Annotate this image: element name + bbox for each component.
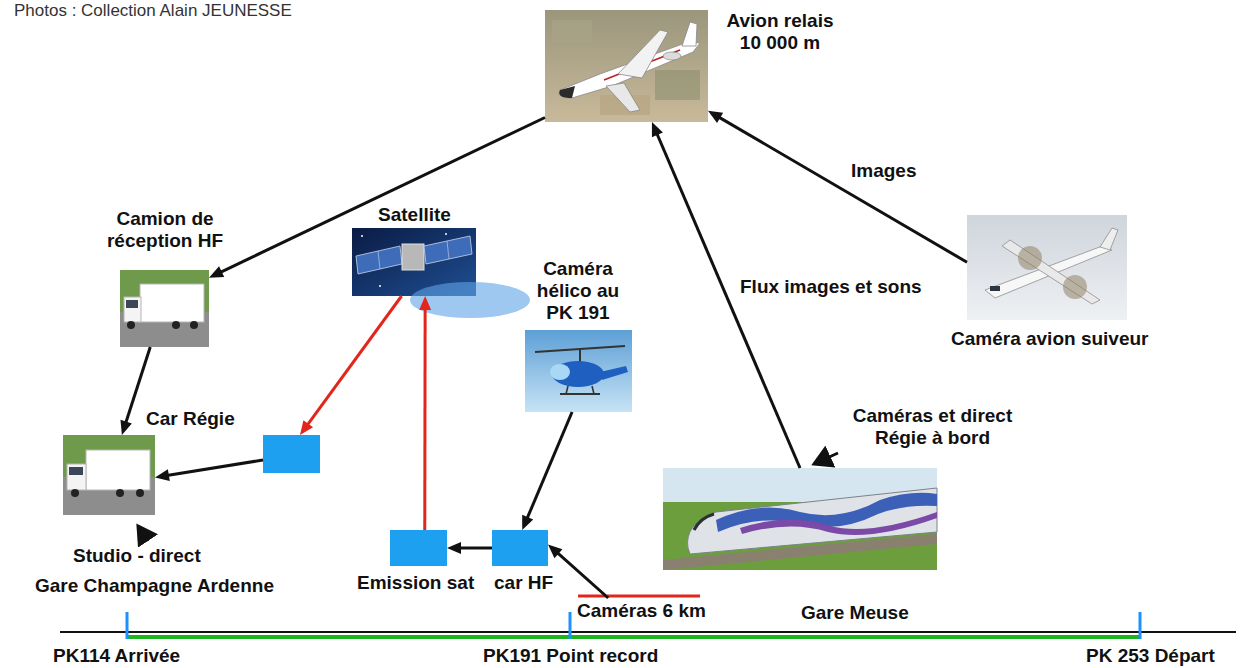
arrow-head xyxy=(300,420,313,435)
connector-line xyxy=(220,118,545,273)
track-line xyxy=(60,631,1236,633)
tgv-photo xyxy=(663,468,937,570)
photo-node: Satellite xyxy=(352,228,476,296)
node-label: Caméras et direct Régie à bord xyxy=(840,405,1025,449)
arrow-connector xyxy=(155,296,402,481)
arrow-connector xyxy=(548,544,608,598)
node-label: Emission sat xyxy=(357,572,474,594)
relay-box xyxy=(263,435,320,473)
reception-truck-photo xyxy=(120,270,209,347)
pk-tick xyxy=(126,612,129,639)
helicopter-photo xyxy=(525,330,632,412)
camera-span-bar xyxy=(578,595,700,598)
node-label: Caméra avion suiveur xyxy=(951,328,1148,350)
connector-line xyxy=(718,117,967,262)
arrow-head xyxy=(419,296,431,310)
text-label: PK191 Point record xyxy=(483,645,658,667)
pk-tick xyxy=(569,612,572,639)
text-label: Studio - direct xyxy=(73,545,201,567)
arrow-connector xyxy=(708,111,967,262)
relay-plane-photo xyxy=(545,10,708,122)
text-label: PK 253 Départ xyxy=(1086,645,1215,667)
connector-line xyxy=(307,296,402,425)
connector-line xyxy=(167,460,263,475)
connector-line xyxy=(527,412,572,519)
node-label: car HF xyxy=(494,572,553,594)
node-label: Car Régie xyxy=(146,408,235,430)
satellite-photo xyxy=(352,228,530,318)
node-label: Caméra hélico au PK 191 xyxy=(528,258,628,324)
edge-label: Flux images et sons xyxy=(740,276,922,298)
text-label: Gare Champagne Ardenne xyxy=(35,575,274,597)
blue-box: car HF xyxy=(492,530,548,566)
camera-span: Caméras 6 km xyxy=(575,598,708,622)
node-label: Avion relais 10 000 m xyxy=(714,10,846,54)
edge-label: Images xyxy=(851,160,916,182)
follower-plane-photo xyxy=(967,215,1127,320)
photo-node: Caméra avion suiveur xyxy=(967,215,1127,320)
leader-arrow xyxy=(138,526,148,541)
leader-arrow xyxy=(814,453,838,464)
photo-node: Caméra hélico au PK 191 xyxy=(525,330,632,412)
node-label: Satellite xyxy=(378,204,451,226)
node-label: Caméras 6 km xyxy=(575,598,708,622)
photo-node: Caméras et direct Régie à bord xyxy=(663,468,937,570)
photo-node: Car Régie xyxy=(63,435,155,515)
photo-node: Camion de réception HF xyxy=(120,270,209,347)
text-label: Gare Meuse xyxy=(801,602,909,624)
connector-line xyxy=(423,308,426,530)
arrow-connector xyxy=(522,412,572,530)
arrow-connector xyxy=(209,118,545,278)
arrow-head xyxy=(447,542,461,554)
connector-line xyxy=(557,552,608,598)
control-truck-photo xyxy=(63,435,155,515)
photo-node: Avion relais 10 000 m xyxy=(545,10,708,122)
arrow-connector xyxy=(120,347,150,435)
text-label: PK114 Arrivée xyxy=(53,645,180,667)
node-label: Camion de réception HF xyxy=(100,208,230,252)
text-label: Photos : Collection Alain JEUNESSE xyxy=(14,0,292,22)
arrow-connector xyxy=(419,296,431,530)
connector-line xyxy=(657,133,800,468)
record-run-line xyxy=(127,635,1140,639)
connector-line xyxy=(459,547,492,550)
pk-tick xyxy=(1139,612,1142,639)
blue-box: Emission sat xyxy=(390,530,447,566)
arrow-connector xyxy=(447,542,492,554)
